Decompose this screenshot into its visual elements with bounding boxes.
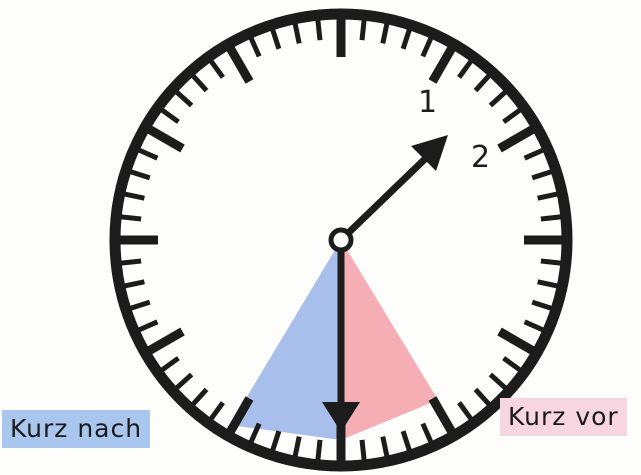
minute-tick — [362, 440, 364, 460]
minute-tick — [532, 302, 551, 308]
minute-tick — [193, 76, 206, 91]
hour-tick — [500, 130, 533, 149]
sector-kurz-vor — [341, 240, 438, 440]
hour-tick — [150, 332, 183, 351]
minute-tick — [162, 110, 178, 122]
minute-tick — [459, 403, 471, 419]
hour-hand — [341, 158, 426, 240]
numeral-1: 1 — [418, 85, 437, 120]
minute-tick — [362, 20, 364, 40]
hour-tick — [231, 49, 250, 82]
minute-tick — [476, 76, 489, 91]
hour-tick — [150, 130, 183, 149]
minute-tick — [177, 92, 192, 105]
minute-tick — [177, 375, 192, 388]
hour-tick — [500, 332, 533, 351]
minute-tick — [383, 24, 387, 44]
minute-tick — [121, 217, 141, 219]
minute-tick — [211, 61, 223, 77]
minute-tick — [504, 110, 520, 122]
minute-tick — [318, 20, 320, 40]
minute-tick — [541, 217, 561, 219]
hour-tick — [433, 399, 452, 432]
minute-tick — [538, 194, 558, 198]
minute-tick — [541, 261, 561, 263]
minute-tick — [490, 375, 505, 388]
minute-tick — [295, 24, 299, 44]
minute-tick — [139, 150, 157, 158]
kurz-vor-label: Kurz vor — [500, 398, 627, 436]
minute-tick — [504, 358, 520, 370]
minute-tick — [476, 389, 489, 404]
minute-tick — [273, 431, 279, 450]
minute-tick — [538, 282, 558, 286]
minute-tick — [131, 172, 150, 178]
numeral-2: 2 — [471, 140, 490, 175]
minute-tick — [162, 358, 178, 370]
minute-tick — [525, 150, 543, 158]
minute-tick — [383, 437, 387, 457]
minute-tick — [423, 424, 431, 442]
minute-tick — [532, 172, 551, 178]
minute-tick — [125, 194, 145, 198]
kurz-nach-label: Kurz nach — [2, 410, 150, 448]
minute-tick — [273, 30, 279, 49]
minute-tick — [131, 302, 150, 308]
hour-tick — [433, 49, 452, 82]
minute-tick — [403, 431, 409, 450]
minute-tick — [490, 92, 505, 105]
minute-tick — [423, 38, 431, 56]
minute-tick — [403, 30, 409, 49]
minute-tick — [121, 261, 141, 263]
minute-tick — [251, 38, 259, 56]
minute-tick — [125, 282, 145, 286]
minute-tick — [525, 322, 543, 330]
minute-tick — [318, 440, 320, 460]
minute-tick — [459, 61, 471, 77]
minute-tick — [193, 389, 206, 404]
minute-tick — [211, 403, 223, 419]
minute-tick — [139, 322, 157, 330]
center-pivot — [331, 230, 351, 250]
minute-tick — [295, 437, 299, 457]
